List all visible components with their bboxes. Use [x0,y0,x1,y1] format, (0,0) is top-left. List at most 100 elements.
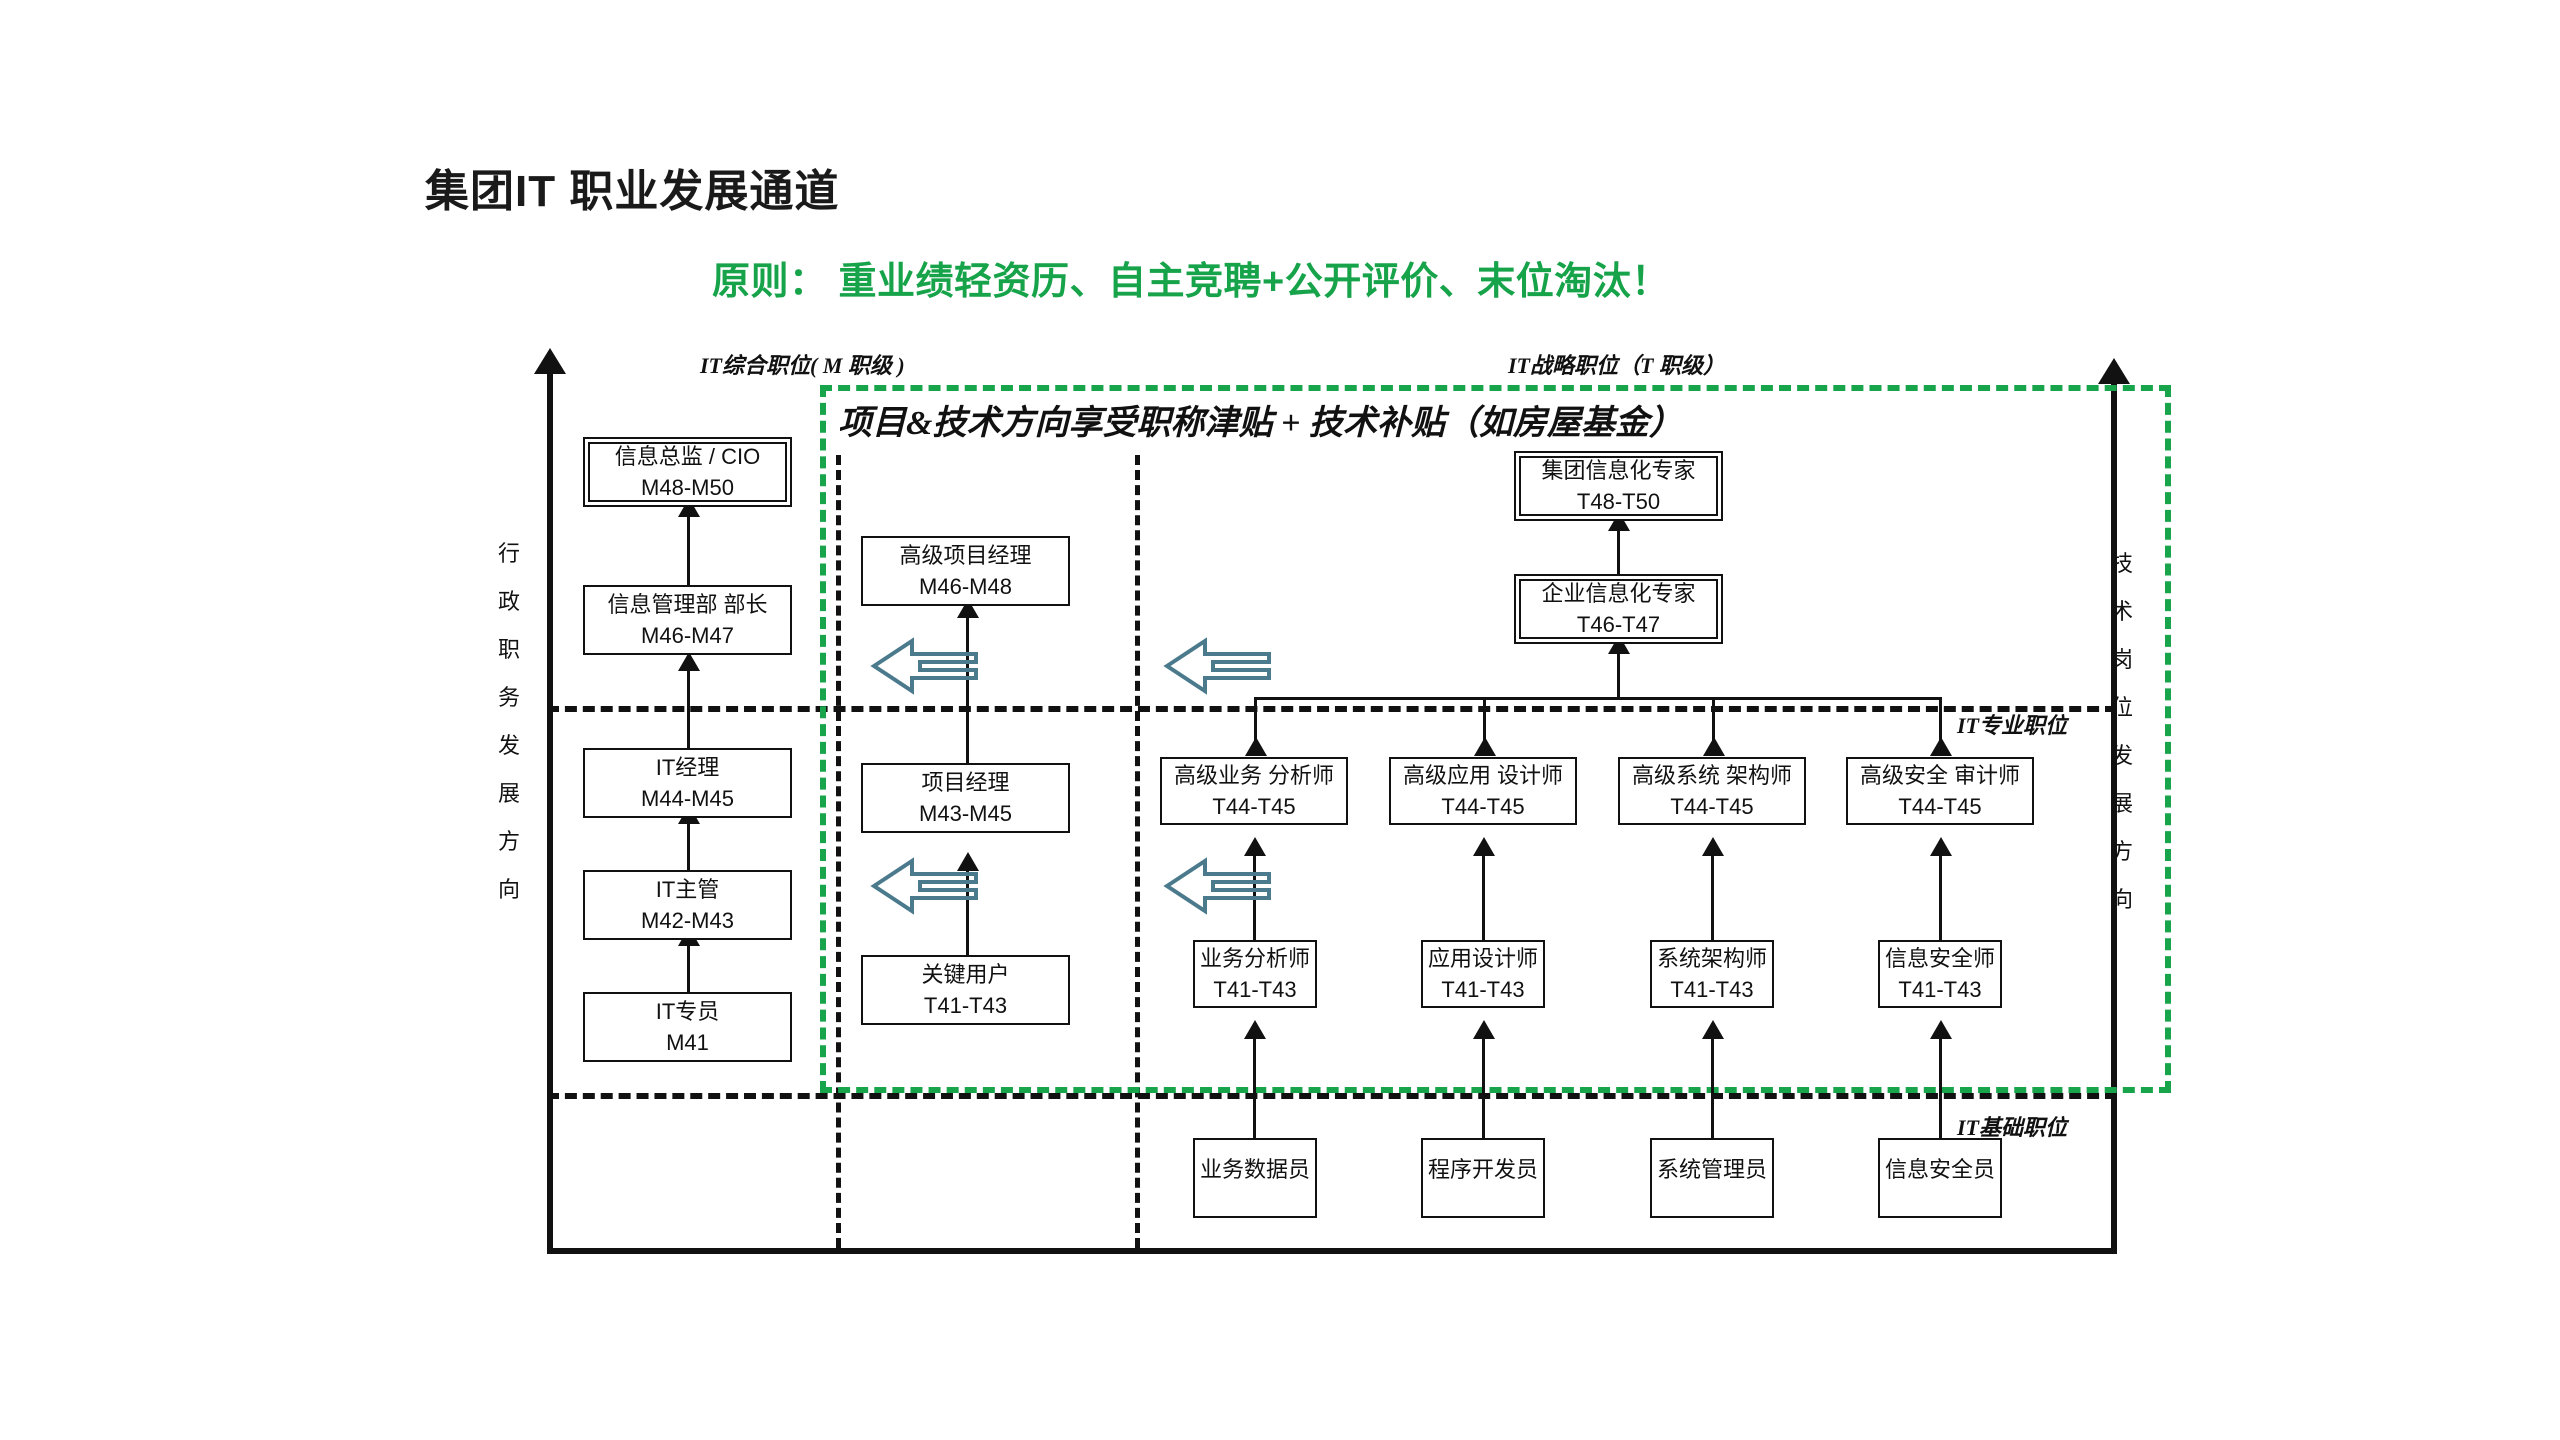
node-app-designer-title: 应用设计师 [1427,945,1538,971]
node-sys-architect-title: 系统架构师 [1656,945,1767,971]
node-senior-biz-analyst-grade: T44-T45 [1212,794,1296,819]
section-label-t-track: IT战略职位（T 职级） [1508,353,1725,378]
node-biz-analyst-grade: T41-T43 [1213,977,1297,1002]
node-senior-sec-auditor[interactable]: 高级安全 审计师 T44-T45 [1846,757,2034,825]
node-sec-clerk-title: 信息安全员 [1884,1157,1995,1182]
connector-pm-to-senior-pm [966,617,969,764]
connector-biz-data-clerk-up [1253,1038,1256,1138]
connector-supervisor-to-manager [687,823,690,911]
node-senior-pm-title: 高级项目经理 [899,542,1032,568]
node-senior-app-designer[interactable]: 高级应用 设计师 T44-T45 [1389,757,1577,825]
node-programmer-title: 程序开发员 [1427,1157,1538,1182]
node-biz-data-clerk[interactable]: 业务数据员 [1193,1138,1317,1218]
node-key-user-title: 关键用户 [921,961,1010,987]
blue-transfer-arrow-lower-left [870,857,978,915]
blue-transfer-arrow-upper-left [870,637,978,695]
section-label-professional: IT专业职位 [1957,713,2068,738]
node-senior-app-designer-title: 高级应用 设计师 [1402,762,1564,788]
connector-bus-drop-4 [1939,697,1942,755]
node-biz-analyst[interactable]: 业务分析师 T41-T43 [1193,940,1317,1008]
node-sys-admin[interactable]: 系统管理员 [1650,1138,1774,1218]
node-app-designer[interactable]: 应用设计师 T41-T43 [1421,940,1545,1008]
node-it-specialist[interactable]: IT专员 M41 [583,992,792,1062]
node-app-designer-grade: T41-T43 [1441,977,1525,1002]
node-biz-data-clerk-title: 业务数据员 [1199,1157,1310,1182]
node-sec-clerk[interactable]: 信息安全员 [1878,1138,2002,1218]
node-it-supervisor[interactable]: IT主管 M42-M43 [583,870,792,940]
node-dept-head[interactable]: 信息管理部 部长 M46-M47 [583,585,792,655]
node-sys-admin-title: 系统管理员 [1656,1157,1767,1182]
arrowhead-sys-admin-up [1702,1020,1724,1039]
node-it-specialist-title: IT专员 [655,998,720,1024]
arrowhead-key-user-to-pm [957,852,979,871]
arrowhead-it-manager-to-dept-head [678,652,700,671]
node-dept-head-title: 信息管理部 部长 [607,591,768,617]
connector-bus-drop-1 [1254,697,1257,755]
node-senior-pm[interactable]: 高级项目经理 M46-M48 [861,536,1070,606]
right-axis-label-char-3: 位 [2110,695,2133,720]
node-senior-sec-auditor-grade: T44-T45 [1898,794,1982,819]
divider-professional [547,706,2117,712]
node-pm[interactable]: 项目经理 M43-M45 [861,763,1070,833]
node-programmer[interactable]: 程序开发员 [1421,1138,1545,1218]
node-senior-pm-grade: M46-M48 [919,574,1012,599]
node-dept-head-grade: M46-M47 [641,623,734,648]
connector-key-user-to-pm [966,870,969,958]
node-cio[interactable]: 信息总监 / CIO M48-M50 [583,437,792,507]
node-key-user[interactable]: 关键用户 T41-T43 [861,955,1070,1025]
arrowhead-bus-drop-4 [1930,737,1952,756]
node-pm-grade: M43-M45 [919,801,1012,826]
left-axis [547,368,553,1254]
left-axis-label-char-1: 政 [497,589,520,614]
arrowhead-biz-analyst-up [1244,837,1266,856]
left-axis-label-char-7: 向 [497,877,520,902]
node-it-supervisor-grade: M42-M43 [641,908,734,933]
node-group-expert-grade: T48-T50 [1576,489,1661,514]
column-separator-1 [836,455,841,1248]
node-cio-title: 信息总监 / CIO [614,443,761,469]
left-axis-label-char-0: 行 [497,541,520,566]
left-axis-label-char-4: 发 [497,733,520,758]
divider-foundation [547,1093,2117,1099]
node-senior-biz-analyst-title: 高级业务 分析师 [1173,762,1335,788]
right-axis-label-char-1: 术 [2110,599,2133,624]
node-ent-expert-title: 企业信息化专家 [1541,580,1696,606]
node-pm-title: 项目经理 [921,769,1010,795]
node-sec-officer[interactable]: 信息安全师 T41-T43 [1878,940,2002,1008]
connector-senior-bus [1254,697,1941,700]
left-axis-label-char-2: 职 [497,637,520,662]
arrowhead-sys-architect-up [1702,837,1724,856]
node-it-manager-title: IT经理 [655,754,720,780]
principle-statement: 原则： 重业绩轻资历、自主竞聘+公开评价、末位淘汰！ [712,261,1670,303]
connector-ent-expert-to-group-expert [1617,530,1620,582]
node-senior-sys-architect-title: 高级系统 架构师 [1631,762,1793,788]
blue-transfer-arrow-lower-right [1163,857,1271,915]
node-senior-biz-analyst[interactable]: 高级业务 分析师 T44-T45 [1160,757,1348,825]
connector-sys-admin-up [1711,1038,1714,1138]
column-separator-2 [1135,455,1140,1248]
bottom-axis [547,1248,2117,1254]
right-axis-label-char-4: 发 [2110,743,2133,768]
node-it-manager[interactable]: IT经理 M44-M45 [583,748,792,818]
arrowhead-programmer-up [1473,1020,1495,1039]
node-ent-expert[interactable]: 企业信息化专家 T46-T47 [1514,574,1723,644]
node-group-expert-title: 集团信息化专家 [1541,457,1696,483]
right-axis-label-char-7: 向 [2110,887,2133,912]
arrowhead-bus-drop-3 [1703,737,1725,756]
right-axis-label: 技 术 岗 位 发 展 方 向 [2105,540,2139,924]
connector-specialist-to-supervisor [687,945,690,1033]
node-group-expert[interactable]: 集团信息化专家 T48-T50 [1514,451,1723,521]
connector-bus-to-ent-expert [1617,653,1620,698]
connector-it-manager-to-dept-head [687,670,690,758]
node-senior-sys-architect-grade: T44-T45 [1670,794,1754,819]
arrowhead-biz-data-clerk-up [1244,1020,1266,1039]
right-axis-label-char-6: 方 [2110,839,2133,864]
right-axis-label-char-5: 展 [2110,791,2133,816]
node-sec-officer-title: 信息安全师 [1884,945,1995,971]
arrowhead-sec-clerk-up [1930,1020,1952,1039]
node-senior-sys-architect[interactable]: 高级系统 架构师 T44-T45 [1618,757,1806,825]
arrowhead-sec-officer-up [1930,837,1952,856]
green-benefit-region [820,385,2171,1093]
node-sys-architect[interactable]: 系统架构师 T41-T43 [1650,940,1774,1008]
